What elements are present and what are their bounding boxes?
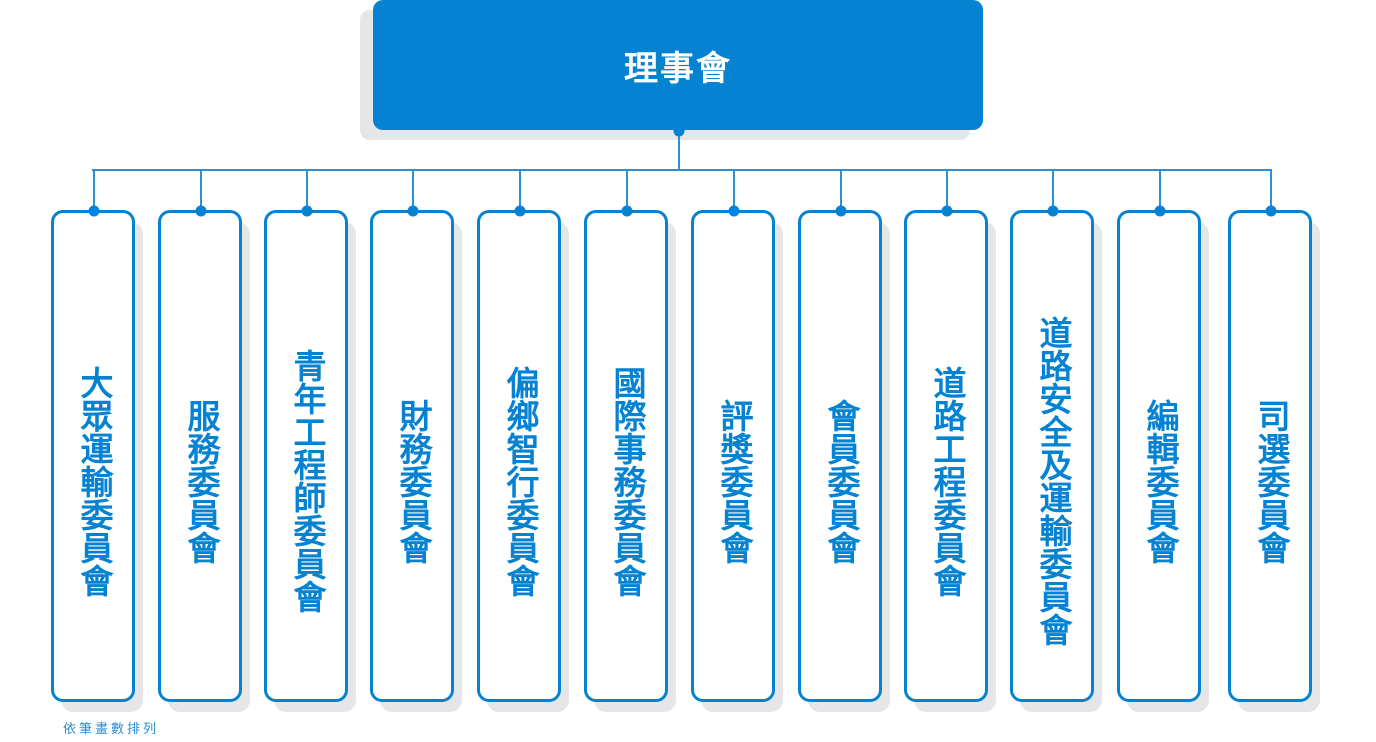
committee-label: 道路工程委員會 xyxy=(928,365,967,597)
committee-connector xyxy=(1052,169,1054,211)
horizontal-connector xyxy=(92,169,1270,171)
sort-note: 依筆畫數排列 xyxy=(63,722,160,737)
committee-connector xyxy=(733,169,735,211)
committee-node: 會員委員會 xyxy=(798,210,882,702)
committee-label: 國際事務委員會 xyxy=(608,365,647,597)
committee-node: 司選委員會 xyxy=(1228,210,1312,702)
committee-label: 大眾運輸委員會 xyxy=(75,365,114,597)
committee-connector xyxy=(1270,169,1272,211)
committee-label: 會員委員會 xyxy=(822,398,861,564)
committee-connector-dot xyxy=(514,205,526,217)
committee-connector-dot xyxy=(195,205,207,217)
committee-connector-dot xyxy=(407,205,419,217)
committee-node: 編輯委員會 xyxy=(1117,210,1201,702)
committee-node: 道路安全及運輸委員會 xyxy=(1010,210,1094,702)
committee-node: 青年工程師委員會 xyxy=(264,210,348,702)
committee-connector-dot xyxy=(941,205,953,217)
committee-node: 評獎委員會 xyxy=(691,210,775,702)
committee-connector xyxy=(626,169,628,211)
committee-node: 道路工程委員會 xyxy=(904,210,988,702)
committee-label: 財務委員會 xyxy=(394,398,433,564)
committee-label: 服務委員會 xyxy=(182,398,221,564)
committee-connector-dot xyxy=(835,205,847,217)
committee-label: 偏鄉智行委員會 xyxy=(501,365,540,597)
committee-node: 大眾運輸委員會 xyxy=(51,210,135,702)
committee-connector-dot xyxy=(1047,205,1059,217)
committee-connector xyxy=(412,169,414,211)
committee-connector xyxy=(306,169,308,211)
committee-connector-dot xyxy=(621,205,633,217)
committee-connector xyxy=(200,169,202,211)
committee-connector xyxy=(1159,169,1161,211)
committee-label: 青年工程師委員會 xyxy=(288,349,327,613)
committee-label: 司選委員會 xyxy=(1252,398,1291,564)
committee-connector xyxy=(93,169,95,211)
committee-connector-dot xyxy=(1265,205,1277,217)
board-connector-dot xyxy=(673,125,685,137)
board-label: 理事會 xyxy=(624,48,732,89)
committee-label: 道路安全及運輸委員會 xyxy=(1034,316,1073,646)
board-node: 理事會 xyxy=(373,0,983,130)
committee-node: 財務委員會 xyxy=(370,210,454,702)
committee-label: 編輯委員會 xyxy=(1141,398,1180,564)
committee-connector-dot xyxy=(301,205,313,217)
committee-label: 評獎委員會 xyxy=(715,398,754,564)
committee-connector xyxy=(946,169,948,211)
board-connector xyxy=(678,130,680,170)
committee-connector-dot xyxy=(728,205,740,217)
committee-connector xyxy=(519,169,521,211)
committee-connector-dot xyxy=(88,205,100,217)
committee-node: 偏鄉智行委員會 xyxy=(477,210,561,702)
committee-node: 國際事務委員會 xyxy=(584,210,668,702)
committee-connector xyxy=(840,169,842,211)
committee-connector-dot xyxy=(1154,205,1166,217)
committee-node: 服務委員會 xyxy=(158,210,242,702)
